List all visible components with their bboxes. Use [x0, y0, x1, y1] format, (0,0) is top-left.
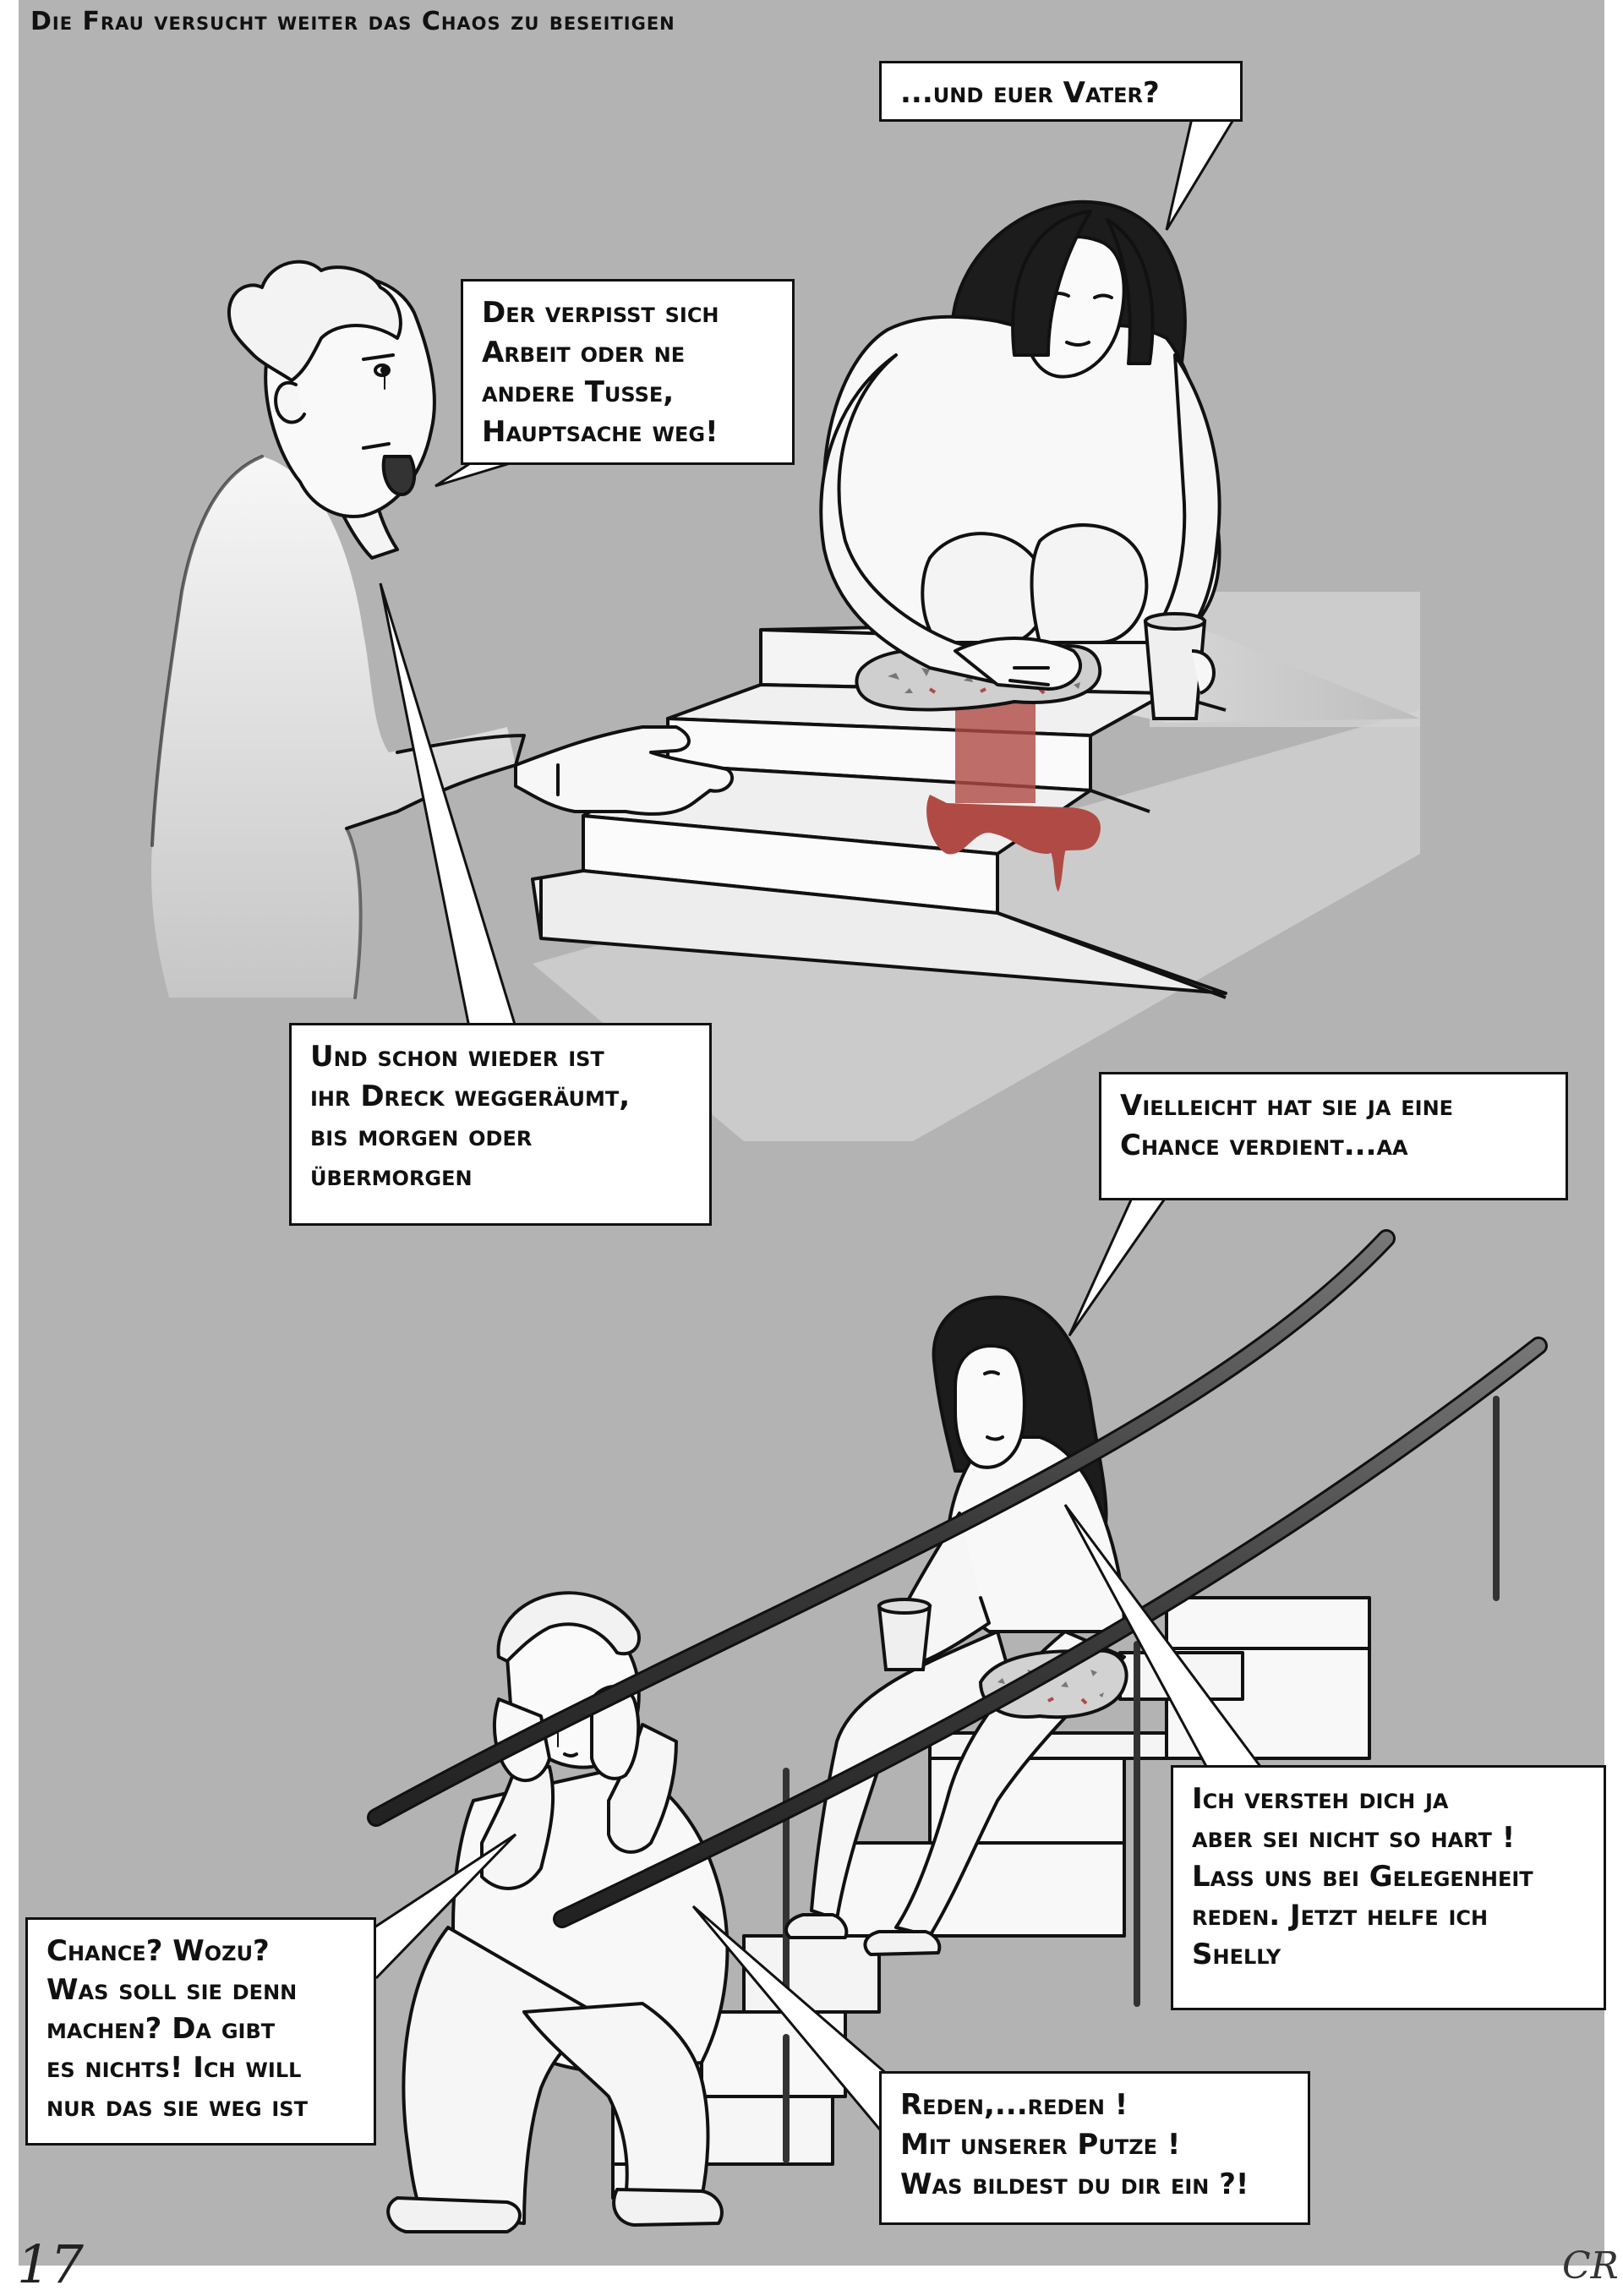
page-caption: Die Frau versucht weiter das Chaos zu be…: [30, 7, 675, 36]
bubble-tails-panel2: [354, 1195, 1265, 2140]
handrails: [367, 1229, 1548, 1928]
man-sitting: [386, 1591, 730, 2233]
speech-bubble-son: Chance? Wozu? Was soll sie denn machen? …: [25, 1917, 376, 2146]
panel1-illustration: [150, 118, 1420, 1141]
speech-bubble-son-2: Reden,...reden ! Mit unserer Putze ! Was…: [879, 2071, 1310, 2225]
speech-bubble-father-question: ...und euer Vater?: [879, 61, 1243, 122]
man-standing: [150, 260, 735, 999]
panel2-illustration: [354, 1195, 1548, 2233]
speech-bubble-son-father: Der verpisst sich Arbeit oder ne andere …: [461, 279, 795, 465]
cup: [1143, 612, 1216, 720]
thought-bubble-son: Und schon wieder ist ihr Dreck weggeräum…: [289, 1023, 712, 1226]
woman-crouching: [819, 200, 1221, 691]
speech-bubble-woman: Vielleicht hat sie ja eine Chance verdie…: [1099, 1072, 1568, 1200]
artist-signature: CR: [1562, 2244, 1619, 2288]
page-number: 17: [17, 2233, 84, 2295]
cup-2: [877, 1598, 932, 1671]
speech-bubble-woman-2: Ich versteh dich ja aber sei nicht so ha…: [1171, 1765, 1606, 2010]
blood-stain: [926, 693, 1101, 892]
